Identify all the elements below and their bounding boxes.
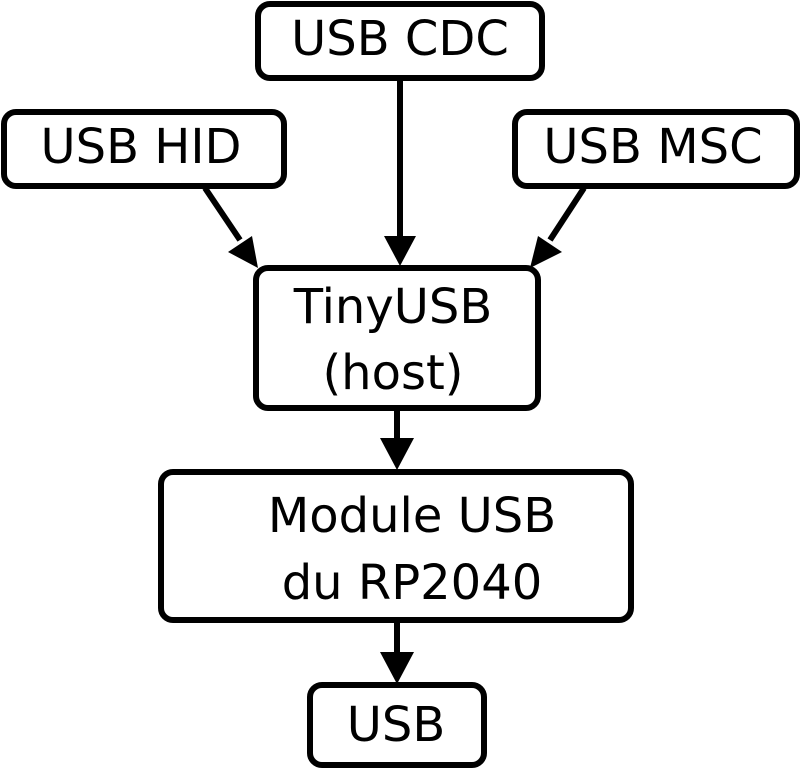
node-module-line2: du RP2040 bbox=[282, 555, 543, 611]
edge-cdc-to-tinyusb bbox=[384, 80, 416, 266]
node-usb-hid: USB HID bbox=[1, 109, 287, 189]
node-tinyusb-line2: (host) bbox=[322, 345, 463, 401]
edge-hid-to-tinyusb bbox=[202, 186, 258, 268]
node-usb-msc: USB MSC bbox=[512, 109, 800, 189]
node-tinyusb-host: TinyUSB (host) bbox=[253, 265, 541, 411]
node-tinyusb-line1: TinyUSB bbox=[293, 279, 493, 335]
node-module-line1: Module USB bbox=[268, 488, 556, 544]
node-usb-cdc: USB CDC bbox=[255, 1, 545, 81]
node-usb-hid-label: USB HID bbox=[41, 119, 242, 175]
edge-tinyusb-to-module bbox=[380, 409, 414, 470]
node-usb: USB bbox=[307, 682, 487, 768]
node-module-usb-rp2040: Module USB du RP2040 bbox=[158, 469, 634, 623]
node-usb-msc-label: USB MSC bbox=[543, 119, 762, 175]
edge-module-to-usb bbox=[380, 622, 414, 684]
node-usb-label: USB bbox=[347, 697, 446, 753]
node-usb-cdc-label: USB CDC bbox=[291, 11, 509, 67]
edge-msc-to-tinyusb bbox=[530, 186, 587, 268]
